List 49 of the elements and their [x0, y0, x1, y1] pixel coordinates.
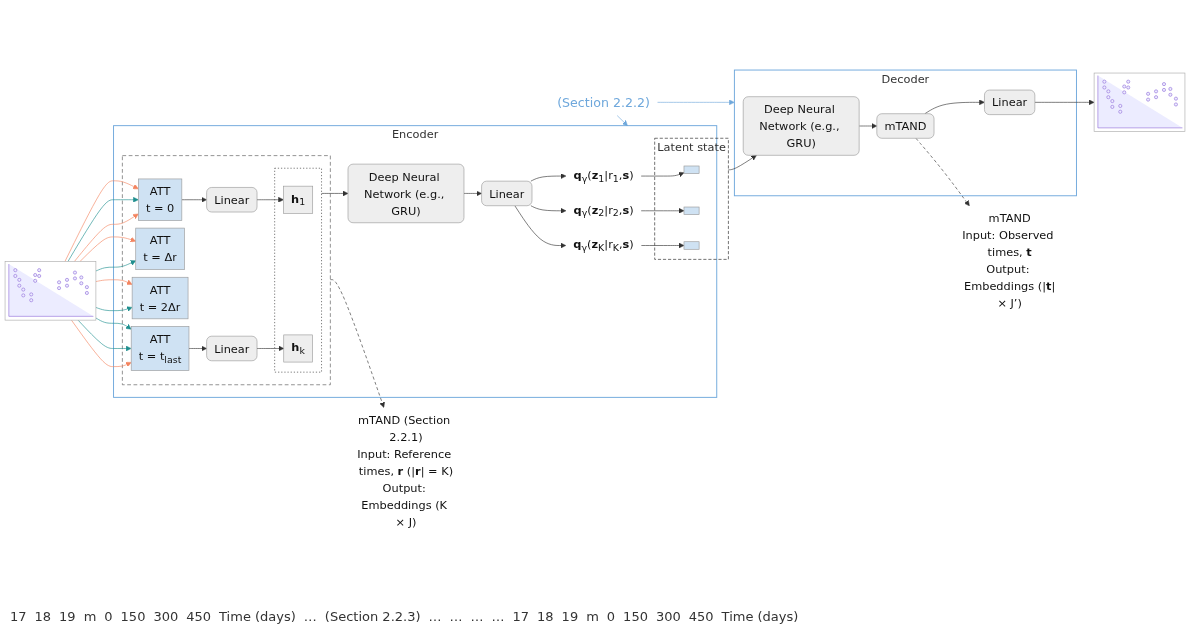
node-box: ATT t = Δr — [135, 228, 185, 271]
node-text: q$_{γ}$(z$_{1}$|r$_{1}$,s) — [573, 168, 634, 185]
node-box — [683, 241, 700, 251]
label-text: 150 — [623, 609, 648, 624]
node-text: mTAND Input: Observed times, t Output: Embeddings (|t|× J’) — [962, 211, 1056, 311]
label-text: (Section 2.2.3) — [324, 609, 421, 624]
node-text: q$_{γ}$(z$_{K}$|r$_{K}$,s) — [573, 238, 634, 255]
label-text: 18 — [34, 609, 52, 624]
label-text: 18 — [537, 609, 554, 624]
label-text: m — [83, 609, 97, 624]
node-box: Deep Neural Network (e.g., GRU) — [742, 96, 860, 157]
node-box: h$_{k}$ — [283, 335, 313, 363]
label-text: … — [428, 609, 442, 624]
node-box: Linear — [984, 90, 1036, 116]
node-text: q$_{γ}$(z$_{2}$|r$_{2}$,s) — [573, 203, 634, 220]
node-text: mTAND (Section 2.2.1) Input: Reference times, r (|r| = K) Output: Embeddings (K × J) — [357, 413, 454, 529]
node-box — [683, 166, 700, 175]
label-text: 300 — [655, 609, 681, 624]
cluster — [274, 168, 322, 373]
label-text: 450 — [688, 609, 714, 624]
node-text: (Section 2.2.2) — [557, 95, 650, 111]
label-text: m — [586, 609, 599, 624]
node-box: Linear — [206, 336, 258, 362]
label-text: … — [303, 609, 317, 624]
label-text: 17 — [512, 609, 530, 624]
node-box: ATT t = 2Δr — [131, 277, 189, 320]
cluster — [122, 155, 331, 386]
node-box: mTAND — [876, 113, 935, 140]
node-box: ATT t = 0 — [138, 179, 183, 222]
label-text: 0 — [606, 609, 616, 624]
label-text: 450 — [186, 609, 212, 624]
label-text: 150 — [120, 609, 146, 624]
node-box: Linear — [481, 181, 533, 207]
node-box — [683, 207, 700, 216]
label-text: 19 — [59, 609, 76, 624]
label-text: 17 — [10, 609, 27, 624]
cluster: Latent state — [654, 138, 729, 261]
label-text: Time (days) — [721, 609, 799, 624]
node-box: Linear — [206, 187, 258, 213]
label-text: … — [470, 609, 484, 624]
node-box: ATT t = t$_{last}$ — [130, 326, 190, 372]
label-text: … — [449, 609, 463, 624]
node-box: h$_{1}$ — [283, 186, 314, 215]
label-text: 19 — [561, 609, 579, 624]
node-box: Deep Neural Network (e.g., GRU) — [347, 164, 465, 224]
label-text: Time (days) — [219, 609, 296, 624]
label-text: … — [491, 609, 505, 624]
label-text: 0 — [104, 609, 113, 624]
label-text: 300 — [153, 609, 179, 624]
